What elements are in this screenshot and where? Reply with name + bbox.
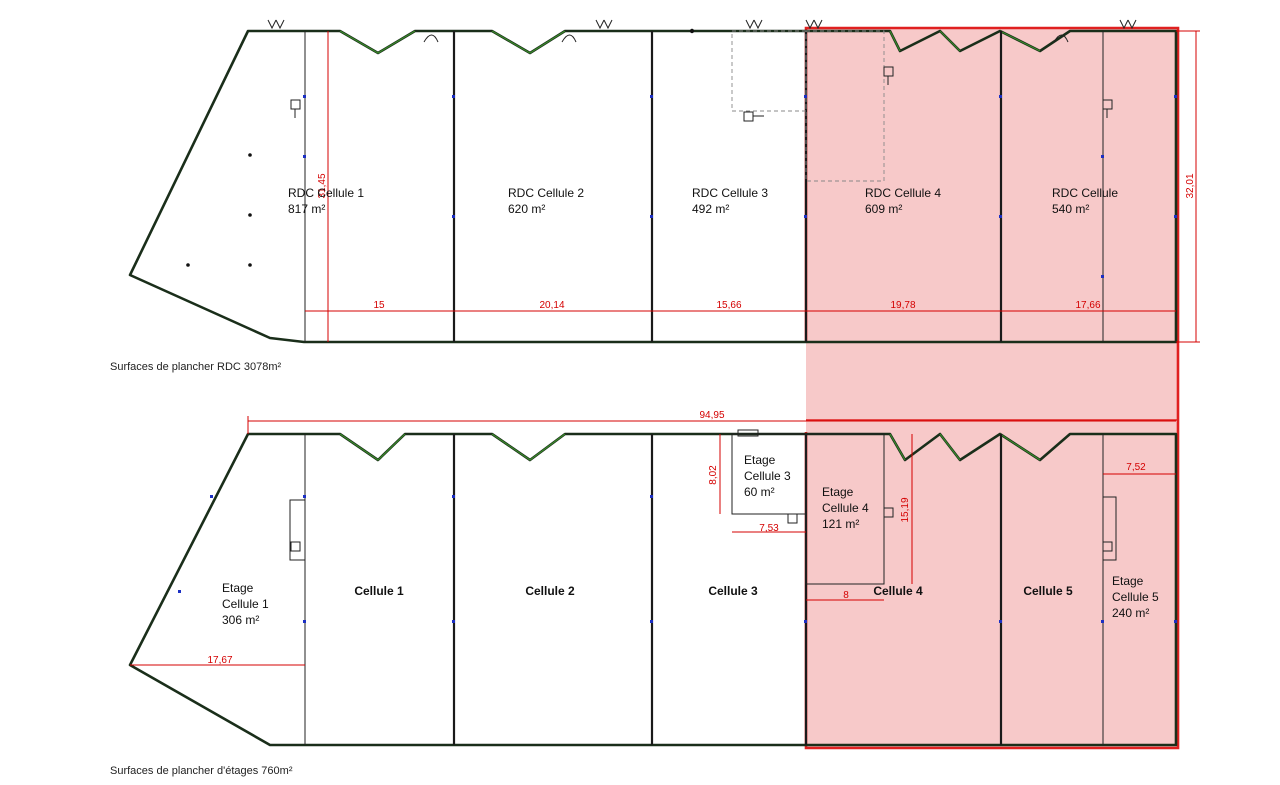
rdc-markers: [186, 28, 1177, 278]
etages-dim-mezz-1-width: 17,67: [207, 655, 232, 666]
mezz-4-area: 121 m²: [822, 517, 859, 531]
rdc-dim-depth: 32,01: [1185, 173, 1196, 198]
etages-dim-mezz-5-width: 7,52: [1126, 462, 1146, 473]
rdc-dim-depth-left: 31,45: [317, 173, 328, 198]
highlight-etage: [806, 432, 1178, 748]
rdc-plan: 15 20,14 15,66 19,78 17,66 32,01 31,45 R…: [110, 19, 1200, 373]
rdc-dim-cell-1: 15: [373, 300, 385, 311]
etages-cell-2-label: Cellule 2: [525, 584, 575, 598]
rdc-caption: Surfaces de plancher RDC 3078m²: [110, 361, 282, 373]
rdc-cell-3-name: RDC Cellule 3: [692, 186, 768, 200]
mezz-3-area: 60 m²: [744, 485, 775, 499]
rdc-cell-4-area: 609 m²: [865, 202, 902, 216]
rdc-dim-cell-2: 20,14: [539, 300, 564, 311]
etages-plan: 94,95 8,02 7,53 15,19 8 7,52 17,67 Cellu…: [110, 410, 1178, 777]
highlight-rdc: [806, 28, 1178, 342]
etages-caption: Surfaces de plancher d'étages 760m²: [110, 765, 293, 777]
mezz-3-line1: Etage: [744, 453, 776, 467]
rdc-dashed-zone-4: [805, 30, 885, 182]
rdc-cell-5-area: 540 m²: [1052, 202, 1089, 216]
stair-niche-5: [1103, 496, 1117, 561]
equipment-icon: [290, 429, 1113, 552]
etages-cell-1-label: Cellule 1: [354, 584, 404, 598]
rdc-cell-1-name: RDC Cellule 1: [288, 186, 364, 200]
stair-niche-1: [289, 499, 305, 561]
etages-facade-zigzag: [339, 433, 1041, 461]
etages-dimensions: 94,95 8,02 7,53 15,19 8 7,52 17,67: [130, 410, 1176, 666]
rdc-dashed-zone-3: [731, 30, 807, 112]
rdc-facade-zigzag: [339, 30, 1041, 54]
rdc-cell-4-name: RDC Cellule 4: [865, 186, 941, 200]
etages-cell-4-label: Cellule 4: [873, 584, 923, 598]
mezz-5-line1: Etage: [1112, 574, 1144, 588]
rdc-dim-cell-3: 15,66: [716, 300, 741, 311]
mezz-3-line2: Cellule 3: [744, 469, 791, 483]
rdc-dimensions: 15 20,14 15,66 19,78 17,66 32,01 31,45: [305, 30, 1200, 343]
mezz-1-line1: Etage: [222, 581, 254, 595]
etages-dim-mezz-3-depth: 8,02: [708, 465, 719, 485]
etages-dim-mezz-3-width: 7,53: [759, 523, 779, 534]
rdc-cell-2-name: RDC Cellule 2: [508, 186, 584, 200]
mezz-1-line2: Cellule 1: [222, 597, 269, 611]
mezz-5-line2: Cellule 5: [1112, 590, 1159, 604]
etages-dim-mezz-4-depth: 15,19: [900, 497, 911, 522]
etages-cell-5-label: Cellule 5: [1023, 584, 1073, 598]
door-icon: [267, 19, 1137, 43]
etages-markers: [178, 495, 1177, 623]
highlight-zone: [804, 26, 1180, 750]
rdc-cell-5-name: RDC Cellule: [1052, 186, 1118, 200]
rdc-cell-2-area: 620 m²: [508, 202, 545, 216]
highlight-connector: [806, 342, 1178, 432]
rdc-cell-1-area: 817 m²: [288, 202, 325, 216]
rdc-dim-cell-5: 17,66: [1075, 300, 1100, 311]
etages-dim-total: 94,95: [699, 410, 724, 421]
equipment-icon: [290, 66, 1113, 122]
rdc-cell-3-area: 492 m²: [692, 202, 729, 216]
rdc-dim-cell-4: 19,78: [890, 300, 915, 311]
mezz-1-area: 306 m²: [222, 613, 259, 627]
mezz-5-area: 240 m²: [1112, 606, 1149, 620]
etages-cell-3-label: Cellule 3: [708, 584, 758, 598]
mezz-4-line2: Cellule 4: [822, 501, 869, 515]
etages-dim-mezz-4-width: 8: [843, 590, 849, 601]
mezz-4-line1: Etage: [822, 485, 854, 499]
